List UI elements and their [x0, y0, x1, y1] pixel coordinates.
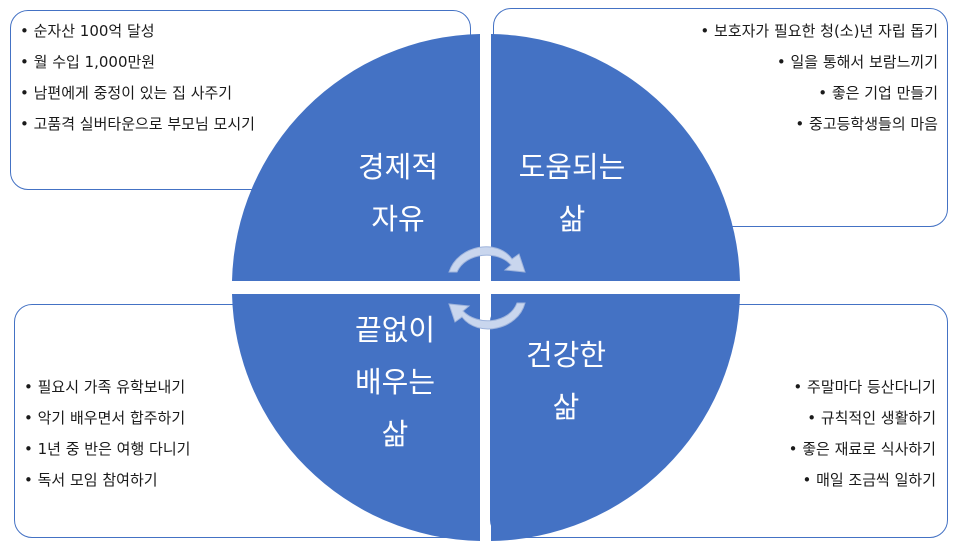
quadrant-label-line: 삶 [558, 202, 586, 236]
list-item: 필요시 가족 유학보내기 [24, 372, 190, 403]
quadrant-label-line: 자유 [371, 202, 425, 236]
quadrant-label-line: 도움되는 [518, 150, 626, 184]
quadrant-label-economic-freedom: 경제적 자유 [318, 141, 478, 245]
list-item: 주말마다 등산다니기 [789, 372, 936, 403]
list-lifelong-learning: 필요시 가족 유학보내기 악기 배우면서 합주하기 1년 중 반은 여행 다니기… [24, 372, 191, 496]
list-item: 남편에게 중정이 있는 집 사주기 [20, 78, 255, 109]
list-item: 일을 통해서 보람느끼기 [700, 47, 938, 78]
list-item: 1년 중 반은 여행 다니기 [24, 434, 191, 465]
quadrant-label-line: 건강한 [525, 338, 607, 372]
list-helpful-life: 보호자가 필요한 청(소)년 자립 돕기 일을 통해서 보람느끼기 좋은 기업 … [700, 16, 938, 140]
list-item: 독서 모임 참여하기 [24, 465, 190, 496]
list-item: 악기 배우면서 합주하기 [24, 403, 190, 434]
quadrant-label-lifelong-learning: 끝없이 배우는 삶 [315, 304, 475, 460]
list-item: 순자산 100억 달성 [20, 16, 255, 47]
list-economic-freedom: 순자산 100억 달성 월 수입 1,000만원 남편에게 중정이 있는 집 사… [20, 16, 255, 140]
quadrant-top-left [232, 34, 480, 281]
cycle-arrow-top-icon [448, 246, 526, 273]
list-item: 고품격 실버타운으로 부모님 모시기 [20, 109, 255, 140]
list-item: 좋은 기업 만들기 [700, 78, 938, 109]
list-item: 규칙적인 생활하기 [789, 403, 936, 434]
list-item: 중고등학생들의 마음 [700, 109, 938, 140]
quadrant-bottom-right [491, 294, 740, 541]
list-item: 매일 조금씩 일하기 [789, 465, 936, 496]
list-item: 좋은 재료로 식사하기 [789, 434, 936, 465]
quadrant-label-line: 삶 [552, 390, 580, 424]
quadrant-label-line: 배우는 [354, 365, 436, 399]
list-item: 보호자가 필요한 청(소)년 자립 돕기 [700, 16, 938, 47]
list-healthy-life: 주말마다 등산다니기 규칙적인 생활하기 좋은 재료로 식사하기 매일 조금씩 … [789, 372, 936, 496]
quadrant-top-right [491, 34, 740, 281]
quadrant-label-healthy-life: 건강한 삶 [486, 329, 646, 433]
quadrant-bottom-left [232, 294, 480, 541]
quadrant-label-helpful-life: 도움되는 삶 [492, 141, 652, 245]
quadrant-label-line: 삶 [381, 417, 409, 451]
cycle-arrow-bottom-icon [448, 302, 526, 330]
list-item: 월 수입 1,000만원 [20, 47, 255, 78]
quadrant-label-line: 경제적 [357, 150, 439, 184]
quadrant-label-line: 끝없이 [354, 313, 436, 347]
